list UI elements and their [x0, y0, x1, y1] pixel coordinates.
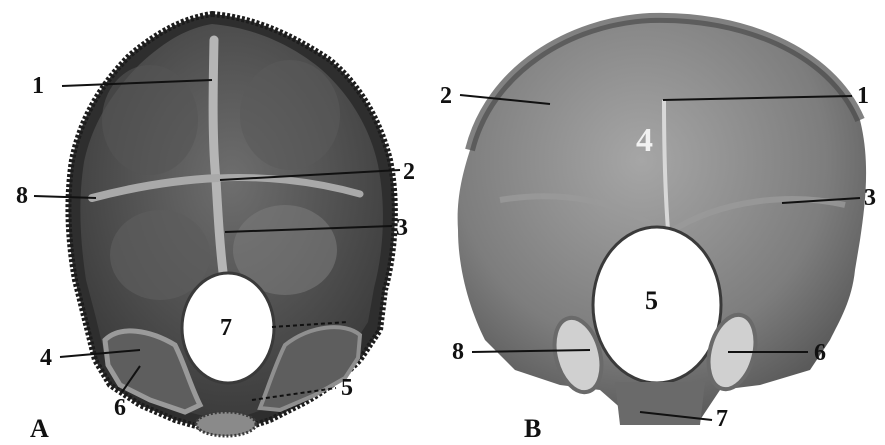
- panel-b-label-6: 6: [814, 341, 826, 365]
- panel-a-label-6: 6: [114, 396, 126, 420]
- panel-a-lower-left-fossa: [110, 210, 210, 300]
- panel-a-label-7: 7: [220, 316, 232, 340]
- panel-b-label-1: 1: [857, 84, 869, 108]
- panel-a-label-4: 4: [40, 346, 52, 370]
- panel-a-label-1: 1: [32, 74, 44, 98]
- panel-b-label-2: 2: [440, 84, 452, 108]
- panel-b-label-7: 7: [716, 407, 728, 431]
- panel-b-label-8: 8: [452, 340, 464, 364]
- panel-a-label-2: 2: [403, 160, 415, 184]
- panel-b-letter: B: [524, 416, 541, 442]
- panel-a-label-3: 3: [396, 216, 408, 240]
- panel-b-label-4: 4: [636, 124, 653, 158]
- panel-a-basilar-tip: [196, 412, 256, 436]
- panel-b-bone: [458, 18, 866, 425]
- panel-a-upper-right-fossa: [240, 60, 340, 170]
- panel-b-label-5: 5: [645, 288, 658, 314]
- panel-a-letter: A: [30, 416, 49, 442]
- panel-b-label-3: 3: [864, 186, 876, 210]
- panel-a-label-5: 5: [341, 376, 353, 400]
- panel-a-bone: [68, 14, 394, 436]
- panel-a-label-8: 8: [16, 184, 28, 208]
